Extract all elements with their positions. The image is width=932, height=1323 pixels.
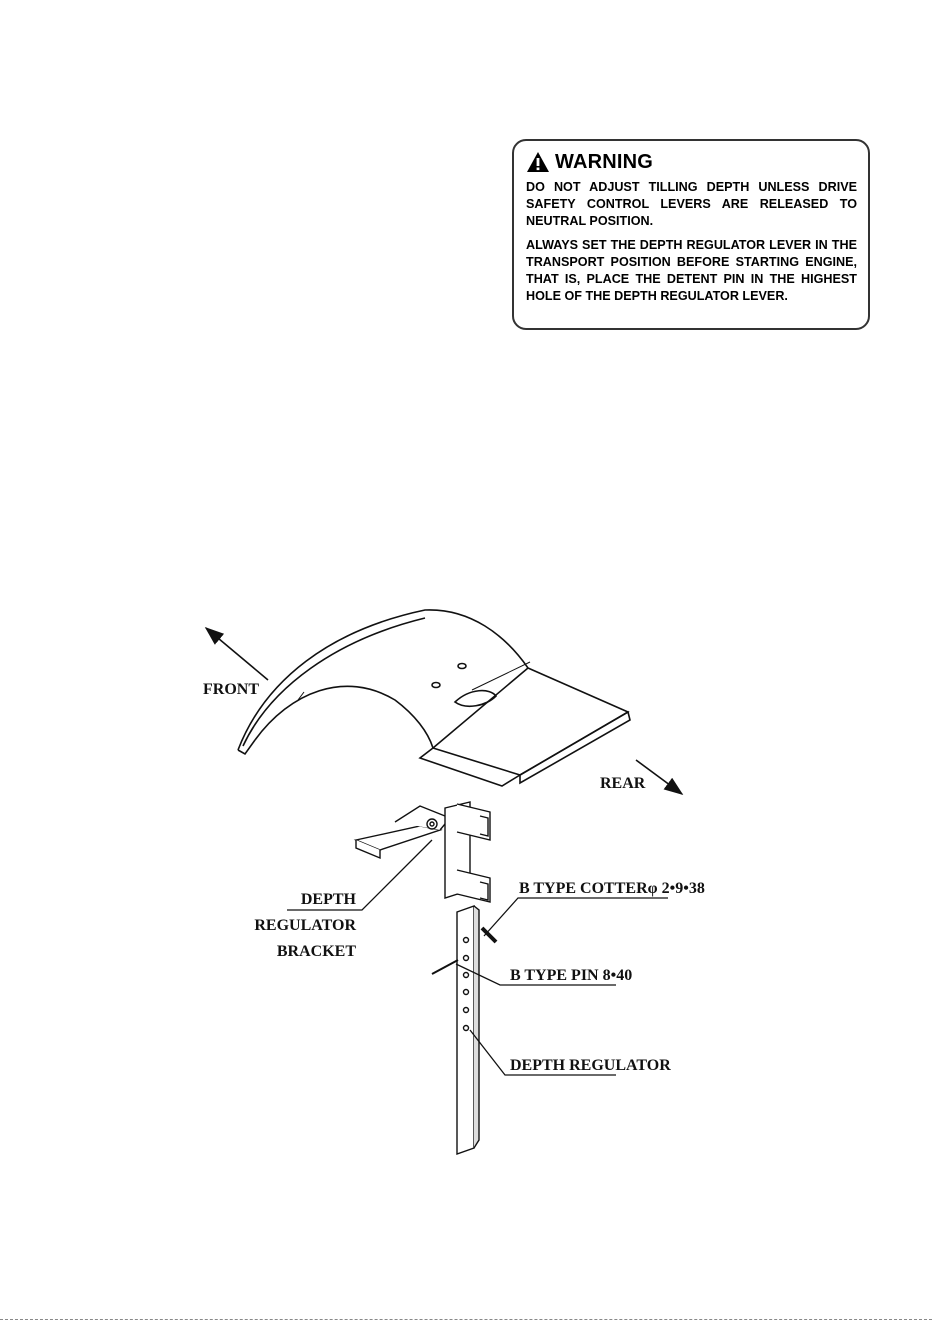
warning-paragraph-2: ALWAYS SET THE DEPTH REGULATOR LEVER IN …: [526, 238, 857, 303]
depth-regulator-bracket: [353, 801, 491, 903]
warning-triangle-icon: [527, 152, 549, 172]
tine-shield: [237, 609, 631, 787]
warning-header: WARNING: [526, 149, 857, 175]
label-front: FRONT: [203, 681, 259, 698]
label-bracket-line3: BRACKET: [277, 943, 356, 960]
label-bracket-line1: DEPTH: [301, 891, 357, 908]
warning-title: WARNING: [555, 150, 654, 173]
rear-arrow: [635, 759, 684, 795]
warning-paragraph-1: DO NOT ADJUST TILLING DEPTH UNLESS DRIVE…: [526, 180, 857, 228]
label-depth-regulator: DEPTH REGULATOR: [510, 1057, 671, 1074]
label-bracket-line2: REGULATOR: [254, 917, 356, 934]
b-type-cotter: [480, 926, 498, 944]
warning-box: WARNING DO NOT ADJUST TILLING DEPTH UNLE…: [512, 139, 870, 330]
depth-regulator-bar: [456, 905, 480, 1155]
depth-regulator-diagram: FRONT REAR DEPTH REGULATOR BRACKET B TYP…: [203, 609, 705, 1155]
label-rear: REAR: [600, 775, 646, 792]
front-arrow: [204, 626, 269, 681]
label-pin: B TYPE PIN 8•40: [510, 967, 632, 984]
label-cotter: B TYPE COTTERφ 2•9•38: [519, 880, 705, 897]
leader-lines: [287, 839, 668, 1076]
page-bottom-rule: [0, 1319, 932, 1320]
b-type-pin: [431, 959, 459, 975]
